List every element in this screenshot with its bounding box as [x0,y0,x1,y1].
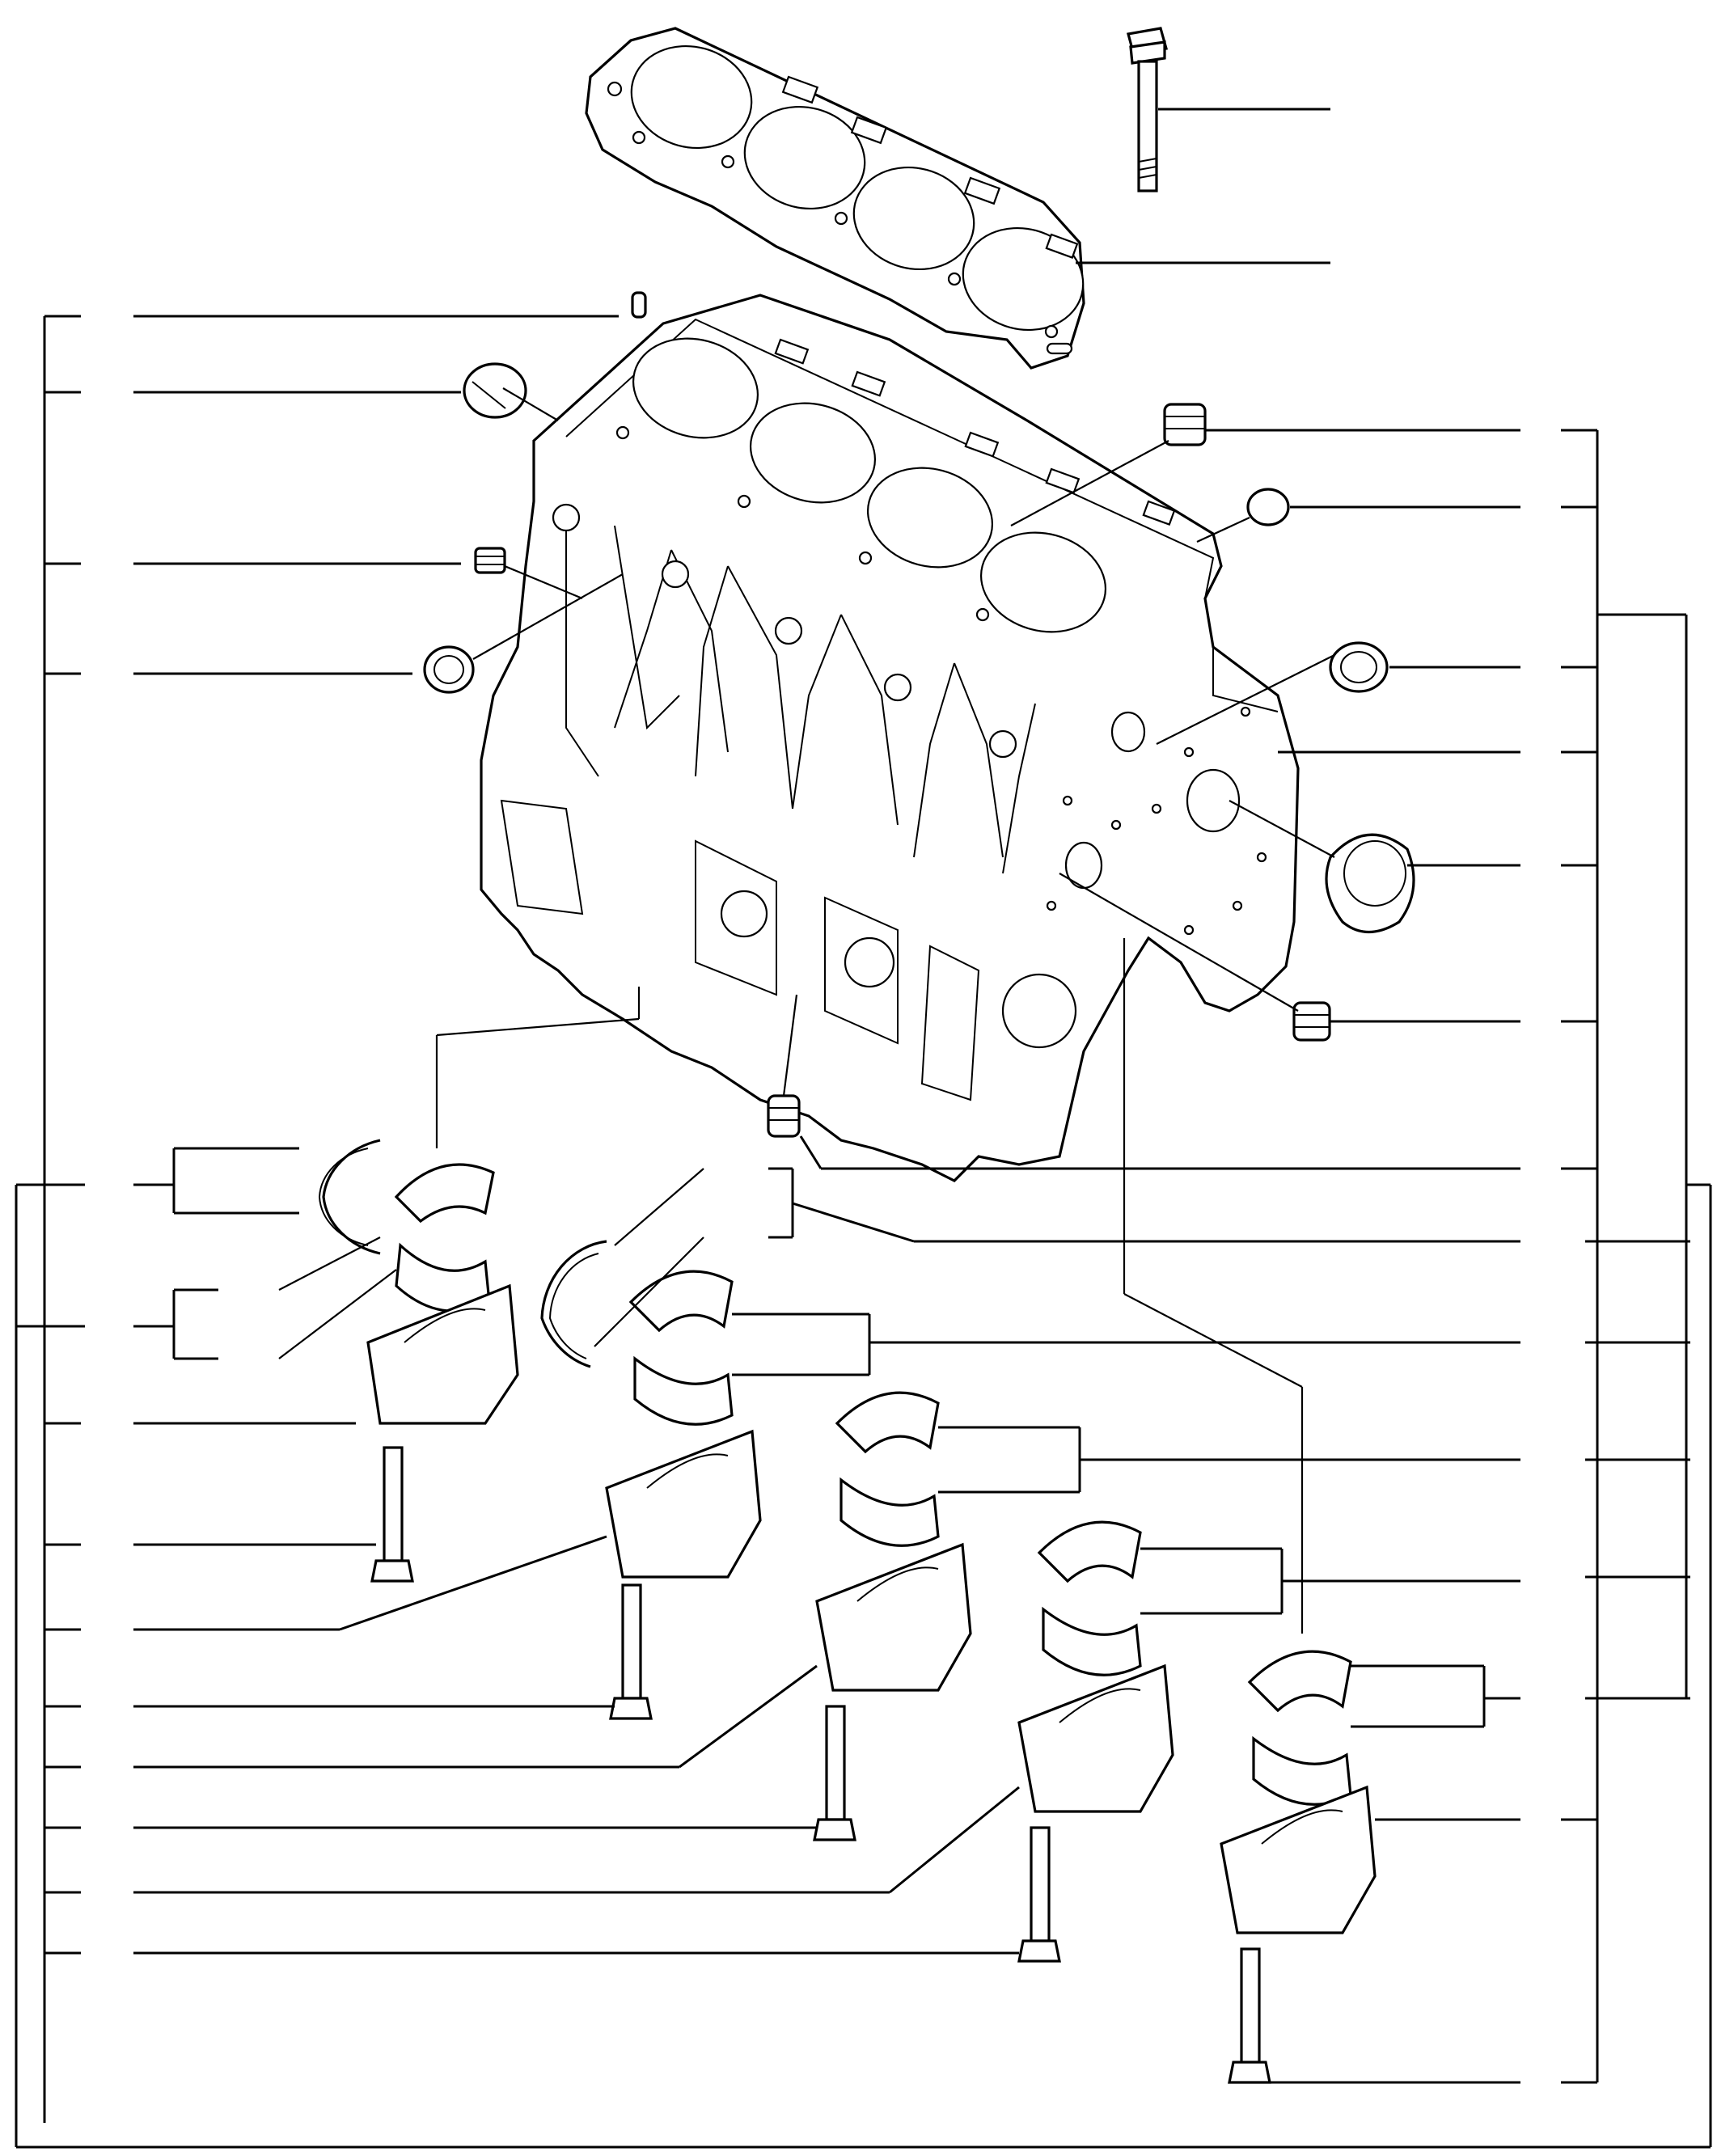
cylinder-block[interactable] [480,294,1300,1182]
main-bearing-shell-2[interactable] [628,1270,734,1426]
expansion-plug-left-top[interactable] [463,362,527,419]
main-bearing-cap-5[interactable] [1220,1785,1377,1934]
cap-bolt-3[interactable] [813,1705,856,1841]
main-bearing-cap-4[interactable] [1017,1664,1174,1813]
cap-bolt-5[interactable] [1228,1947,1271,2084]
oil-seal-left[interactable] [423,645,475,694]
left-leaders-to-parts [133,987,1020,1955]
front-bushing[interactable] [1325,833,1415,933]
cap-bolt-1[interactable] [370,1446,414,1583]
right-leaders-to-parts [594,938,1520,2084]
thrust-washer-upper[interactable] [318,1139,381,1255]
main-bearing-shell-1[interactable] [394,1163,495,1313]
main-bearing-shell-3[interactable] [835,1391,940,1547]
plug-right-top[interactable] [1163,403,1207,446]
head-gasket[interactable] [585,27,1094,370]
cap-bolt-2[interactable] [609,1583,653,1720]
main-bearing-cap-2[interactable] [605,1429,762,1579]
left-brackets [15,315,1711,2149]
main-bearing-shell-5[interactable] [1247,1650,1352,1806]
oil-seal-right[interactable] [1329,641,1389,693]
dowel-pin[interactable] [631,291,647,319]
plug-small-left[interactable] [474,547,506,574]
right-brackets [1561,429,1712,2147]
main-bearing-cap-3[interactable] [815,1542,972,1692]
expansion-plug-right[interactable] [1246,488,1290,526]
main-bearing-cap-1[interactable] [366,1283,519,1425]
main-bearing-shell-4[interactable] [1037,1520,1142,1676]
cap-bolt-4[interactable] [1017,1826,1061,1963]
head-bolt[interactable] [1126,27,1169,192]
thrust-washer-lower[interactable] [540,1240,607,1368]
plug-right-bottom[interactable] [1292,1001,1331,1042]
drain-plug[interactable] [767,1094,801,1138]
